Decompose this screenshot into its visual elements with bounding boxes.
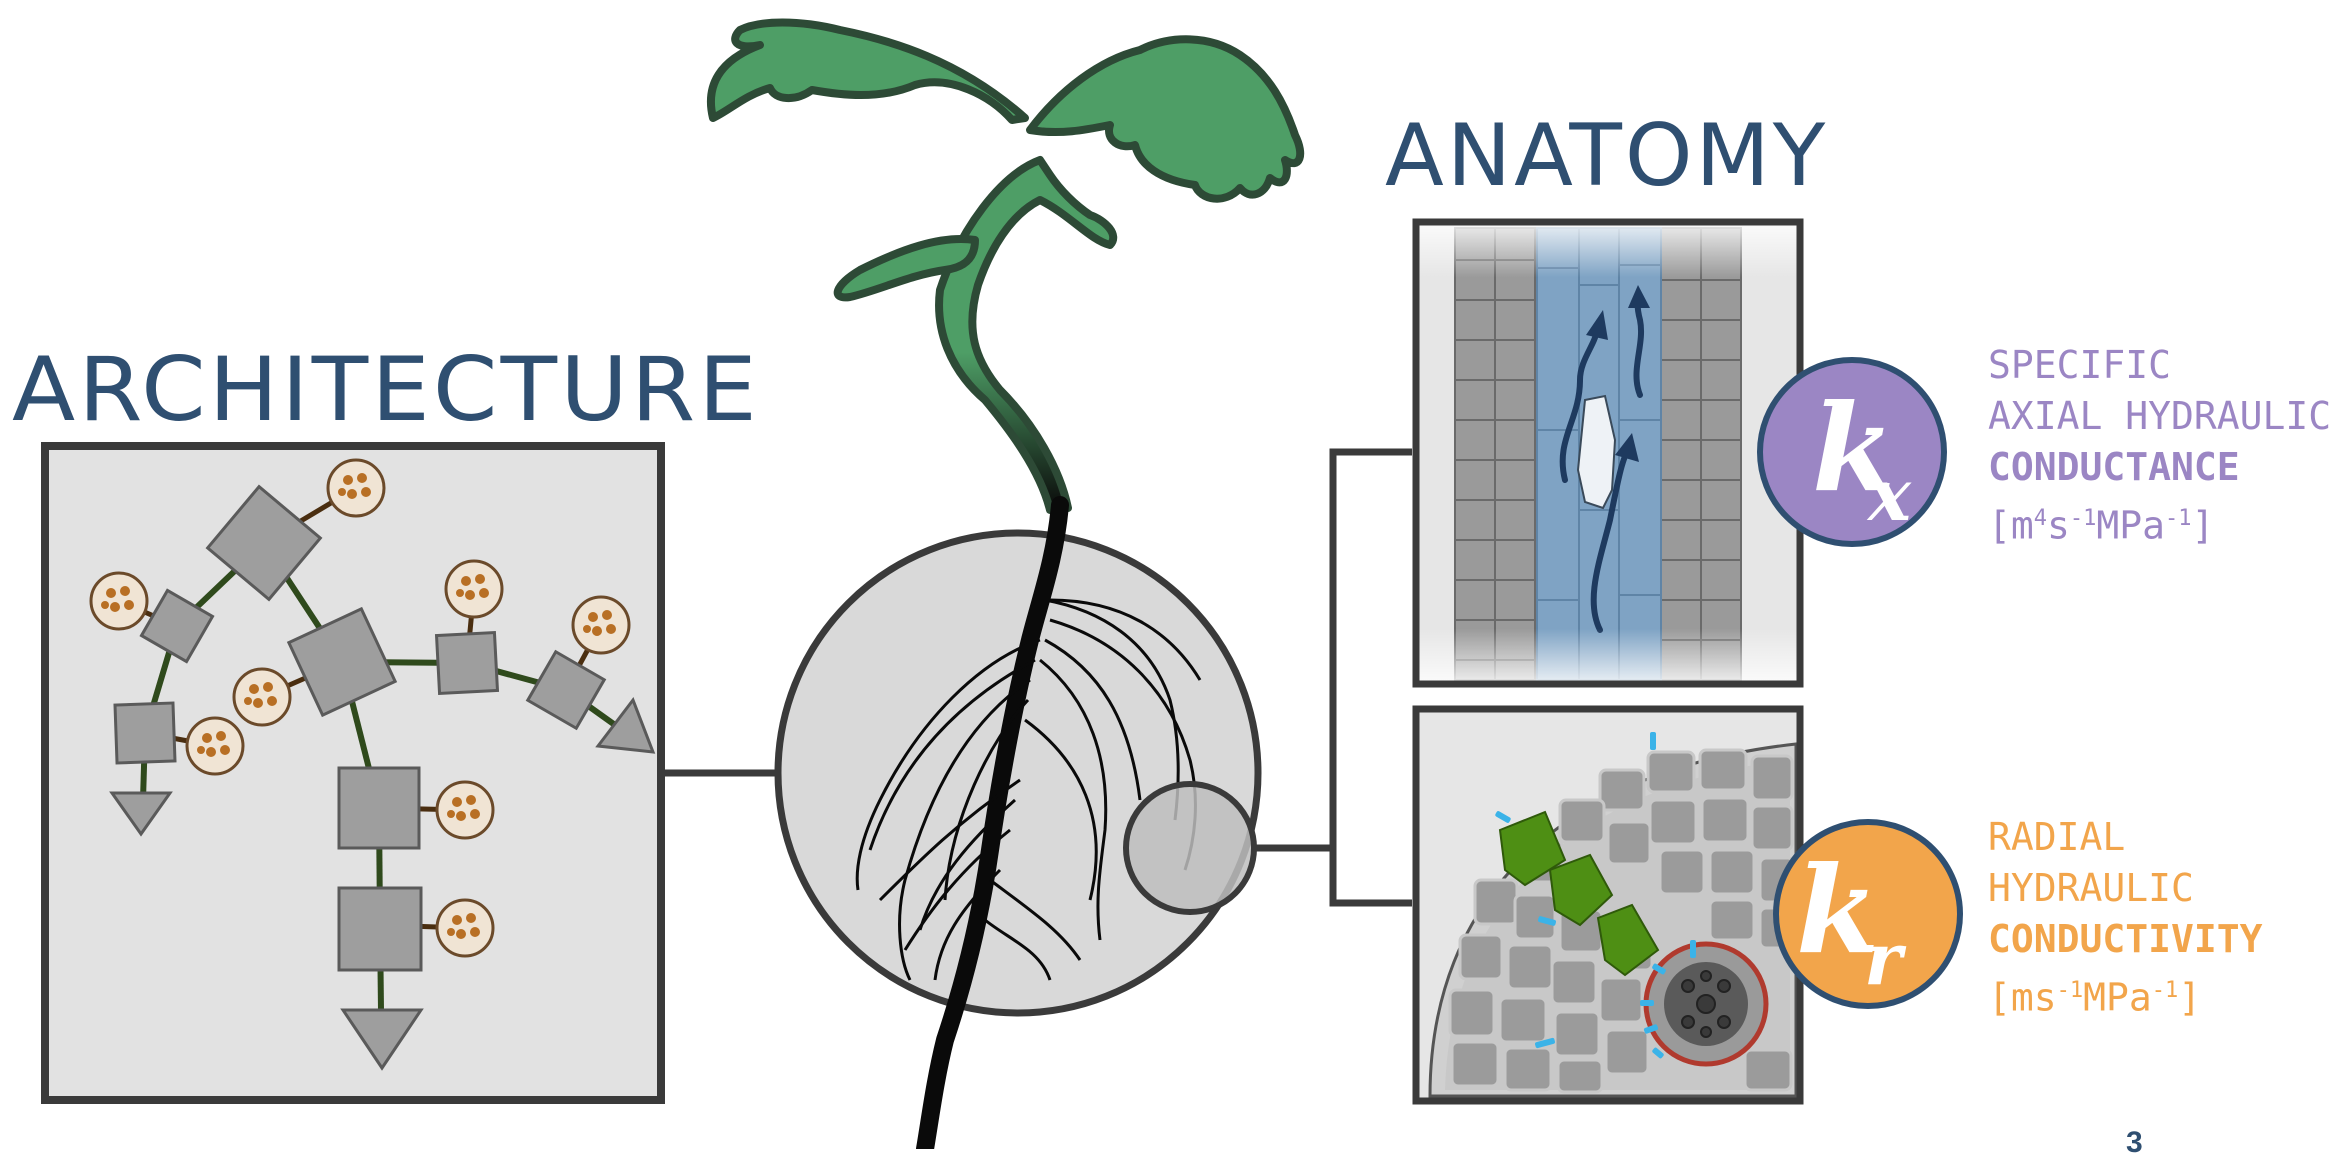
- kr-unit: [ms-1MPa-1]: [1988, 965, 2263, 1024]
- node-square: [339, 888, 421, 970]
- kr-badge: k r: [1776, 822, 1960, 1006]
- anatomy-title: ANATOMY: [1385, 106, 1828, 206]
- xylem-vessel-icon: [1416, 222, 1800, 684]
- kr-line1: RADIAL: [1988, 812, 2263, 863]
- kr-subscript: r: [1864, 916, 1907, 1001]
- node-square: [115, 703, 175, 763]
- node-square: [437, 633, 498, 694]
- page-number: 3: [2126, 1126, 2143, 1160]
- kr-line2: HYDRAULIC: [1988, 863, 2263, 914]
- plant-icon: [711, 23, 1300, 1150]
- anatomy-connectors: [1254, 452, 1412, 903]
- kr-line3: CONDUCTIVITY: [1988, 914, 2263, 965]
- kx-description: SPECIFIC AXIAL HYDRAULIC CONDUCTANCE [m4…: [1988, 340, 2331, 552]
- kx-badge: k x: [1760, 360, 1944, 544]
- kr-description: RADIAL HYDRAULIC CONDUCTIVITY [ms-1MPa-1…: [1988, 812, 2263, 1024]
- leaf: [1030, 39, 1300, 198]
- node-square: [339, 768, 419, 848]
- kx-line2: AXIAL HYDRAULIC: [1988, 391, 2331, 442]
- stem: [939, 160, 1113, 510]
- architecture-panel: [45, 446, 661, 1100]
- kx-line1: SPECIFIC: [1988, 340, 2331, 391]
- kx-subscript: x: [1866, 452, 1912, 537]
- architecture-title: ARCHITECTURE: [12, 338, 760, 441]
- zoom-lens-circle: [1126, 784, 1254, 912]
- kx-unit: [m4s-1MPa-1]: [1988, 493, 2331, 552]
- root-cross-section-icon: [1416, 709, 1800, 1101]
- leaf: [711, 23, 1025, 121]
- kx-line3: CONDUCTANCE: [1988, 442, 2331, 493]
